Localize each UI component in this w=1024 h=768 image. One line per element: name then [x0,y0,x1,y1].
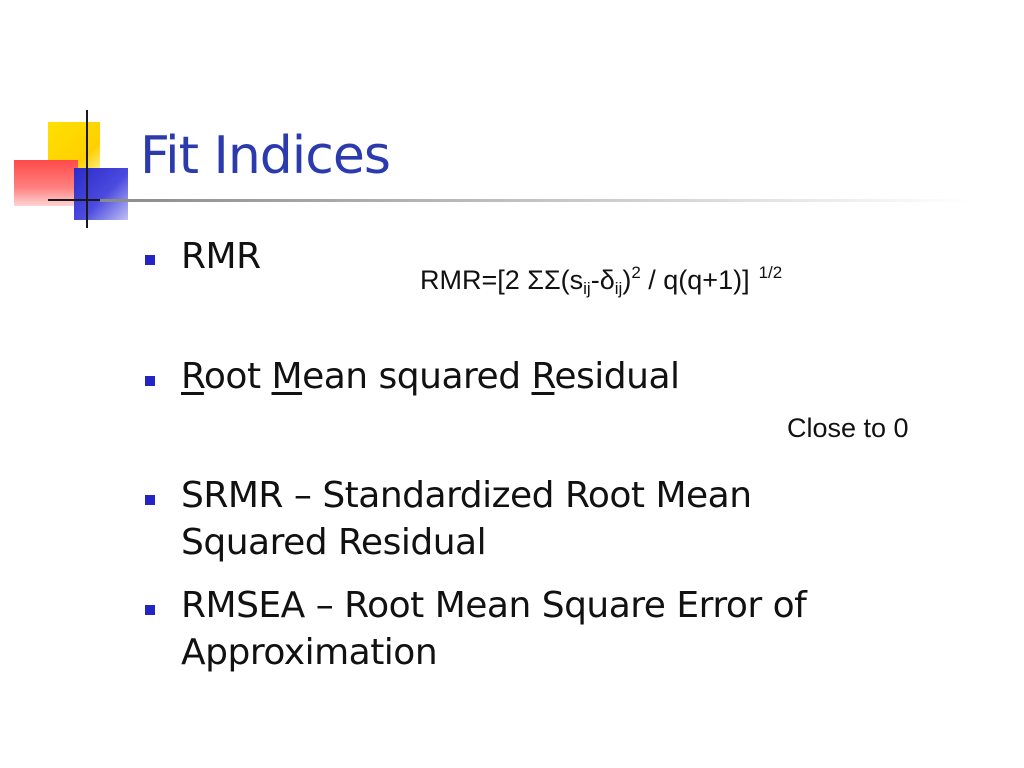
bullet-root-mean-squared-residual: Root Mean squared Residual [181,356,680,397]
bullet-rmsea-line-1: RMSEA – Root Mean Square Error of [181,585,807,626]
decorative-logo [0,0,140,240]
bullet-marker [145,605,155,615]
logo-vertical-line [86,110,88,228]
bullet-marker [145,255,155,265]
bullet-marker [145,376,155,386]
bullet-rmr: RMR [181,236,261,277]
close-to-zero-note: Close to 0 [787,413,909,443]
title-underline-rule [100,199,970,202]
bullet-srmr-line-1: SRMR – Standardized Root Mean [181,475,752,516]
bullet-rmsea-line-2: Approximation [181,632,438,673]
bullet-marker [145,495,155,505]
rmr-formula: RMR=[2 ΣΣ(sij-δij)2 / q(q+1)]1/2 [420,263,783,298]
bullet-srmr: SRMR – Standardized Root Mean Squared Re… [181,472,752,566]
bullet-rmsea: RMSEA – Root Mean Square Error of Approx… [181,582,807,676]
logo-blue-square [74,168,128,220]
slide-title: Fit Indices [140,126,391,186]
logo-red-square [14,160,78,206]
logo-horizontal-line [48,199,140,201]
bullet-srmr-line-2: Squared Residual [181,522,487,563]
